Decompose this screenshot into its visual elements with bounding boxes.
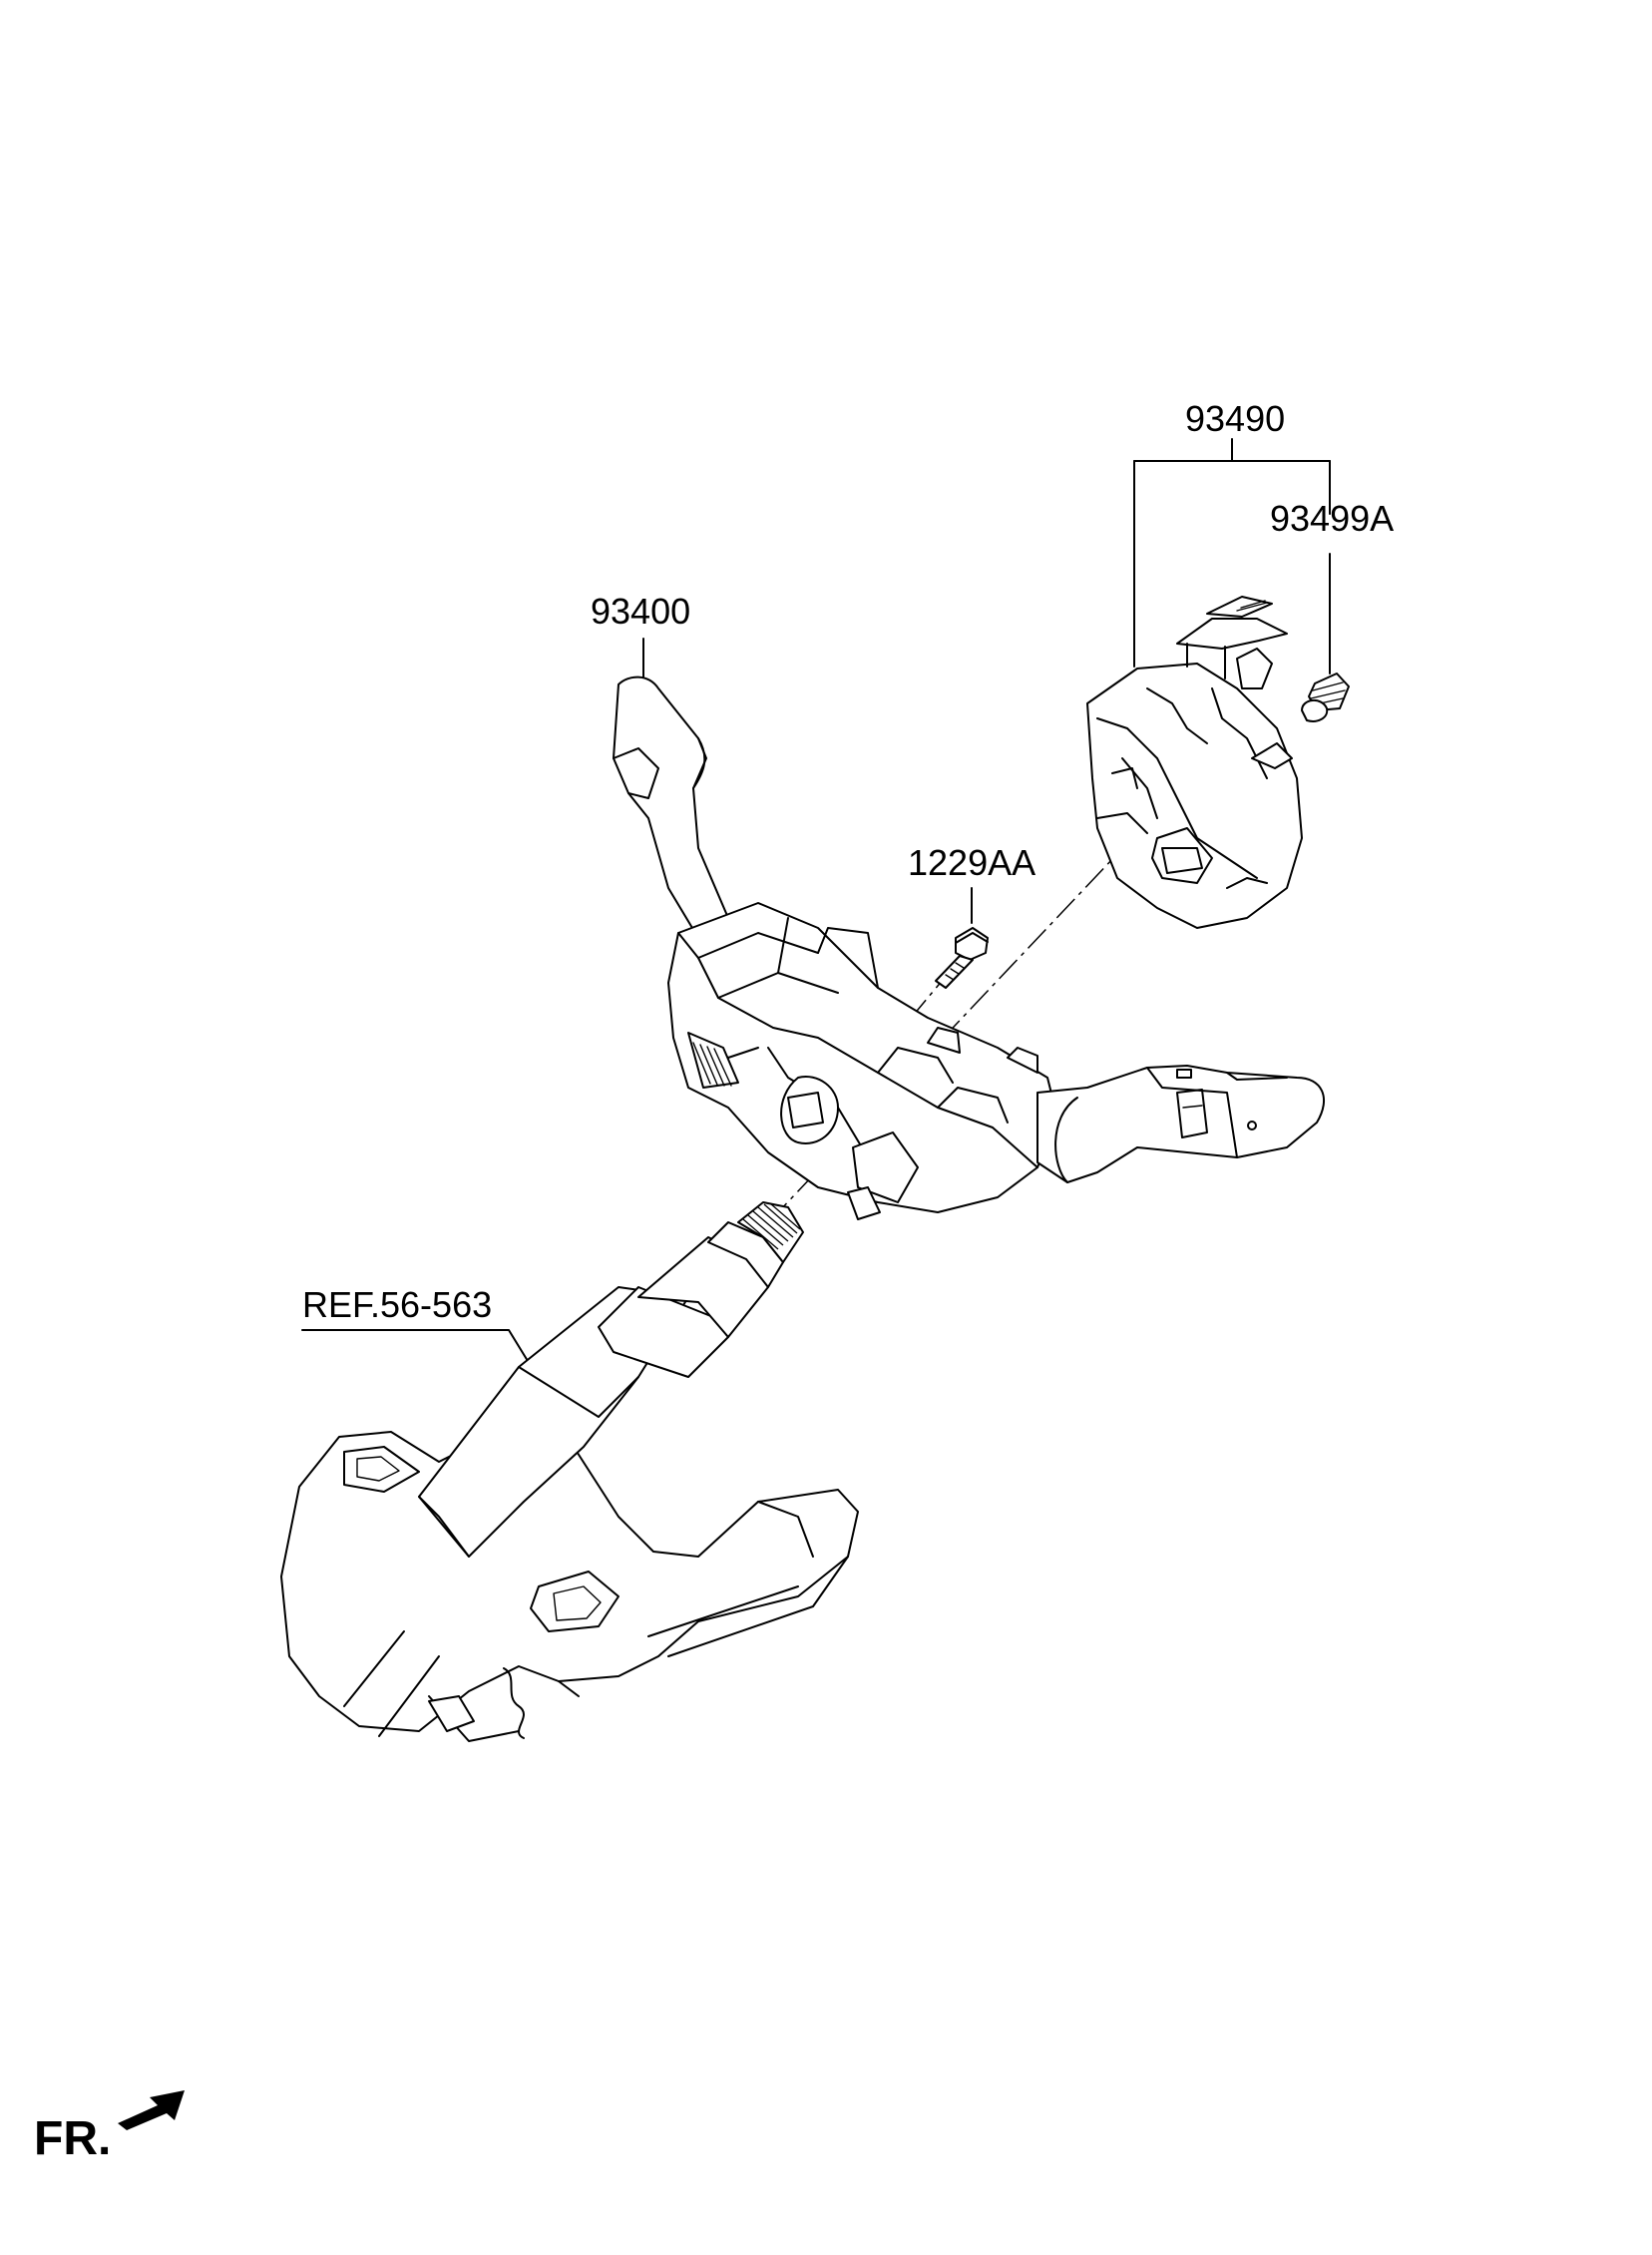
push-clip-93499a [1301, 673, 1350, 722]
clock-spring-93490 [1086, 596, 1303, 929]
steering-column [280, 1201, 859, 1742]
label-93400: 93400 [591, 591, 691, 632]
multifunction-switch [613, 676, 1326, 1220]
label-front: FR. [34, 2112, 112, 2165]
front-direction-arrow-icon [118, 2090, 185, 2130]
label-1229aa: 1229AA [908, 842, 1036, 883]
label-ref: REF.56-563 [302, 1284, 493, 1325]
label-93499a: 93499A [1270, 498, 1395, 539]
label-93490: 93490 [1185, 398, 1286, 439]
leader-lines [301, 438, 1331, 1403]
bolt-1229aa [935, 927, 989, 989]
